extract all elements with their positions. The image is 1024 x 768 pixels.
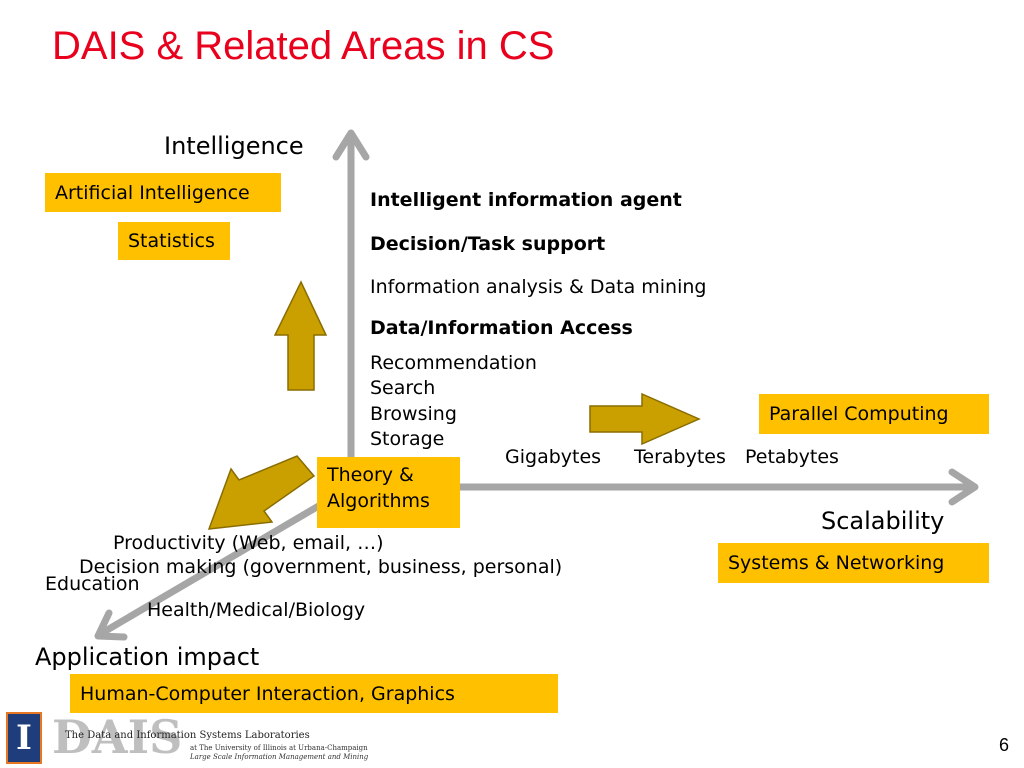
hci-box: Human-Computer Interaction, Graphics xyxy=(70,674,558,713)
data-access-label: Data/Information Access xyxy=(370,317,633,339)
diagonal-block-arrow xyxy=(207,455,316,530)
theory-algorithms-box: Theory & Algorithms xyxy=(317,457,460,528)
page-number: 6 xyxy=(999,735,1010,755)
petabytes-label: Petabytes xyxy=(745,446,839,468)
theory-line-1: Theory & xyxy=(327,464,414,486)
right-block-arrow xyxy=(589,392,701,446)
terabytes-label: Terabytes xyxy=(634,446,726,468)
decision-task-label: Decision/Task support xyxy=(370,233,606,255)
diagonal-axis-arrowhead xyxy=(94,609,128,641)
illinois-logo: I xyxy=(6,712,42,764)
intelligence-axis-label: Intelligence xyxy=(164,132,304,160)
storage-label: Storage xyxy=(370,428,445,450)
statistics-box: Statistics xyxy=(118,222,230,260)
intelligent-agent-label: Intelligent information agent xyxy=(370,189,682,211)
horizontal-axis-arrowhead xyxy=(948,468,979,506)
vertical-axis-arrowhead xyxy=(332,129,370,161)
up-block-arrow xyxy=(273,280,328,391)
productivity-label: Productivity (Web, email, …) xyxy=(113,532,384,554)
theory-line-2: Algorithms xyxy=(327,489,430,512)
decision-making-label: Decision making (government, business, p… xyxy=(79,556,563,578)
application-impact-axis-label: Application impact xyxy=(35,643,260,671)
university-name: at The University of Illinois at Urbana-… xyxy=(190,744,368,752)
diagonal-axis-line xyxy=(98,483,355,637)
lab-tagline: Large Scale Information Management and M… xyxy=(190,753,369,761)
education-label: Education xyxy=(45,573,140,595)
search-label: Search xyxy=(370,377,436,399)
systems-networking-box: Systems & Networking xyxy=(718,543,989,583)
ai-box: Artificial Intelligence xyxy=(45,173,281,212)
lab-name: The Data and Information Systems Laborat… xyxy=(65,730,310,741)
gigabytes-label: Gigabytes xyxy=(505,446,602,468)
slide-title: DAIS & Related Areas in CS xyxy=(52,24,555,68)
dais-logo-text: DAIS xyxy=(52,710,183,764)
analysis-mining-label: Information analysis & Data mining xyxy=(370,276,707,298)
recommendation-label: Recommendation xyxy=(370,352,537,374)
browsing-label: Browsing xyxy=(370,403,457,425)
parallel-computing-box: Parallel Computing xyxy=(759,394,989,434)
illinois-logo-letter: I xyxy=(16,718,32,758)
health-label: Health/Medical/Biology xyxy=(147,599,366,621)
scalability-axis-label: Scalability xyxy=(821,507,945,535)
